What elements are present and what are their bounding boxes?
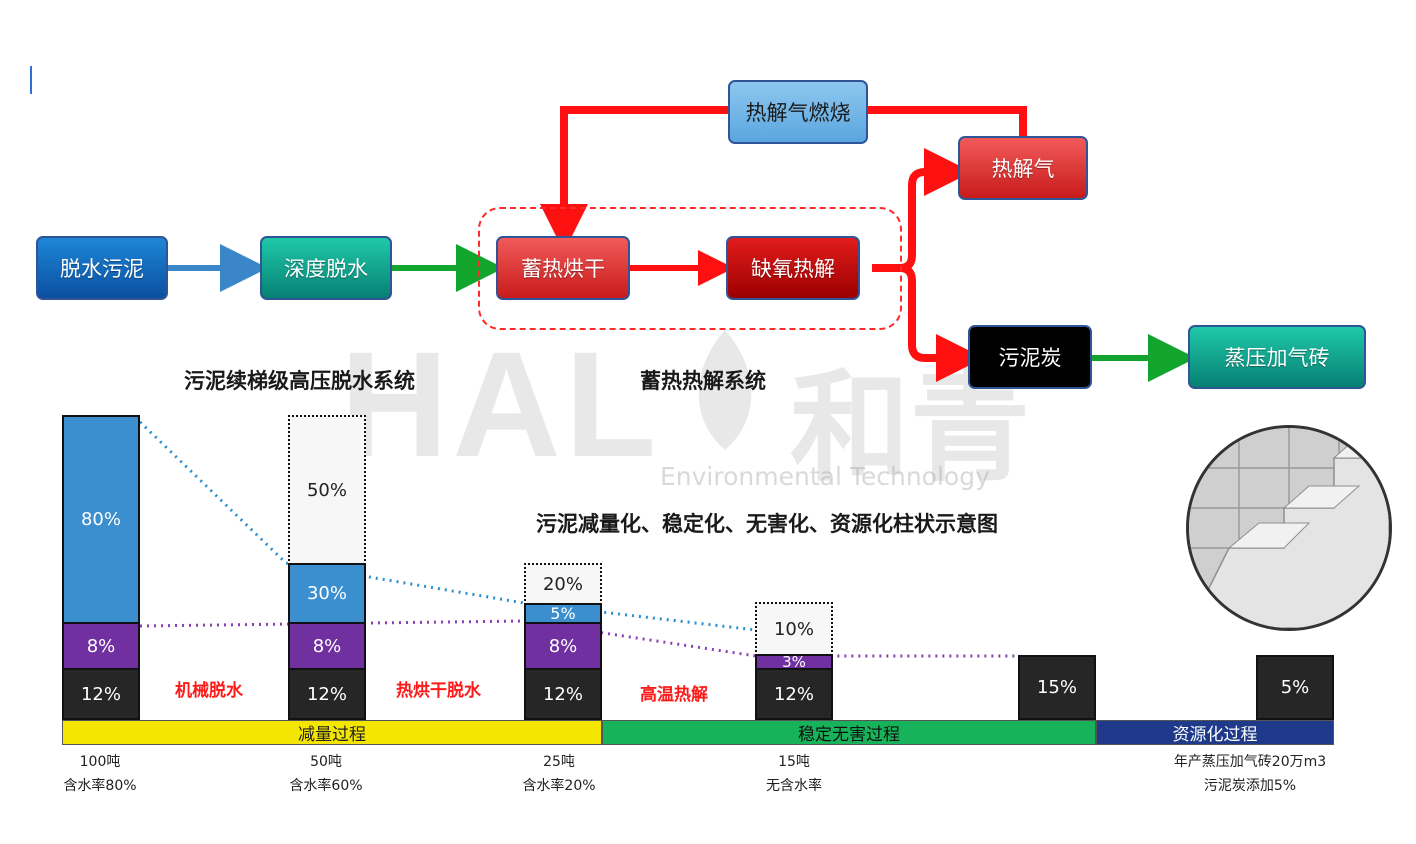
bar1-water: 80% [62,415,140,624]
node-deep-dewatering[interactable]: 深度脱水 [260,236,392,300]
caption-bar1-mass: 100吨 [79,754,121,770]
watermark-brand: HAL [340,320,661,488]
label-high-temp-pyrolysis: 高温热解 [640,685,708,705]
band-stabilization: 稳定无害过程 [602,720,1096,745]
caption-bar6: 年产蒸压加气砖20万m3 污泥炭添加5% [1160,750,1340,798]
bar2-inorganic: 12% [288,668,366,720]
accent-line [30,66,32,94]
caption-bar3-mass: 25吨 [543,754,575,770]
band-reduction: 减量过程 [62,720,602,745]
title-right-system: 蓄热热解系统 [640,369,766,393]
bar4-removed: 10% [755,602,833,656]
bar5-inorganic: 15% [1018,655,1096,720]
bar4-inorganic: 12% [755,668,833,720]
caption-bar6-output: 年产蒸压加气砖20万m3 [1173,754,1327,770]
watermark-sub: Environmental Technology [660,462,990,491]
caption-bar2-mass: 50吨 [310,754,342,770]
caption-bar6-ratio: 污泥炭添加5% [1203,778,1297,794]
caption-bar1: 100吨 含水率80% [50,750,150,798]
bar2-organic: 8% [288,622,366,670]
node-gas-combustion[interactable]: 热解气燃烧 [728,80,868,144]
watermark-leaf-icon [670,320,780,460]
brace-split-lower [899,264,984,382]
autoclaved-brick-photo [1186,425,1392,631]
caption-bar4-water: 无含水率 [766,778,822,794]
bar3-inorganic: 12% [524,668,602,720]
node-autoclaved-brick[interactable]: 蒸压加气砖 [1188,325,1366,389]
bar6-inorganic: 5% [1256,655,1334,720]
caption-bar3-water: 含水率20% [522,778,596,794]
caption-bar4-mass: 15吨 [778,754,810,770]
caption-bar2-water: 含水率60% [289,778,363,794]
band-resource: 资源化过程 [1096,720,1334,745]
node-anoxic-pyrolysis[interactable]: 缺氧热解 [726,236,860,300]
dotted-line-blue [138,420,757,632]
caption-bar3: 25吨 含水率20% [509,750,609,798]
label-mechanical-dewatering: 机械脱水 [175,681,243,701]
node-pyrolysis-gas[interactable]: 热解气 [958,136,1088,200]
label-thermal-drying: 热烘干脱水 [396,681,481,701]
chart-title: 污泥减量化、稳定化、无害化、资源化柱状示意图 [536,512,998,536]
bar2-water: 30% [288,563,366,624]
caption-bar1-water: 含水率80% [63,778,137,794]
bar3-removed: 20% [524,563,602,605]
brick-stack-icon [1189,428,1389,628]
title-left-system: 污泥续梯级高压脱水系统 [184,369,415,393]
dotted-line-purple [139,619,1018,658]
arrow-combustion-to-drying [540,106,728,252]
pyrolysis-system-group [478,207,902,330]
node-heat-storage-drying[interactable]: 蓄热烘干 [496,236,630,300]
bar1-organic: 8% [62,622,140,670]
node-sludge-char[interactable]: 污泥炭 [968,325,1092,389]
caption-bar2: 50吨 含水率60% [276,750,376,798]
bar2-removed: 50% [288,415,366,565]
bar1-inorganic: 12% [62,668,140,720]
node-dewatered-sludge[interactable]: 脱水污泥 [36,236,168,300]
caption-bar4: 15吨 无含水率 [744,750,844,798]
bar3-organic: 8% [524,622,602,670]
bar3-water: 5% [524,603,602,624]
line-gas-to-combustion [868,106,1027,138]
